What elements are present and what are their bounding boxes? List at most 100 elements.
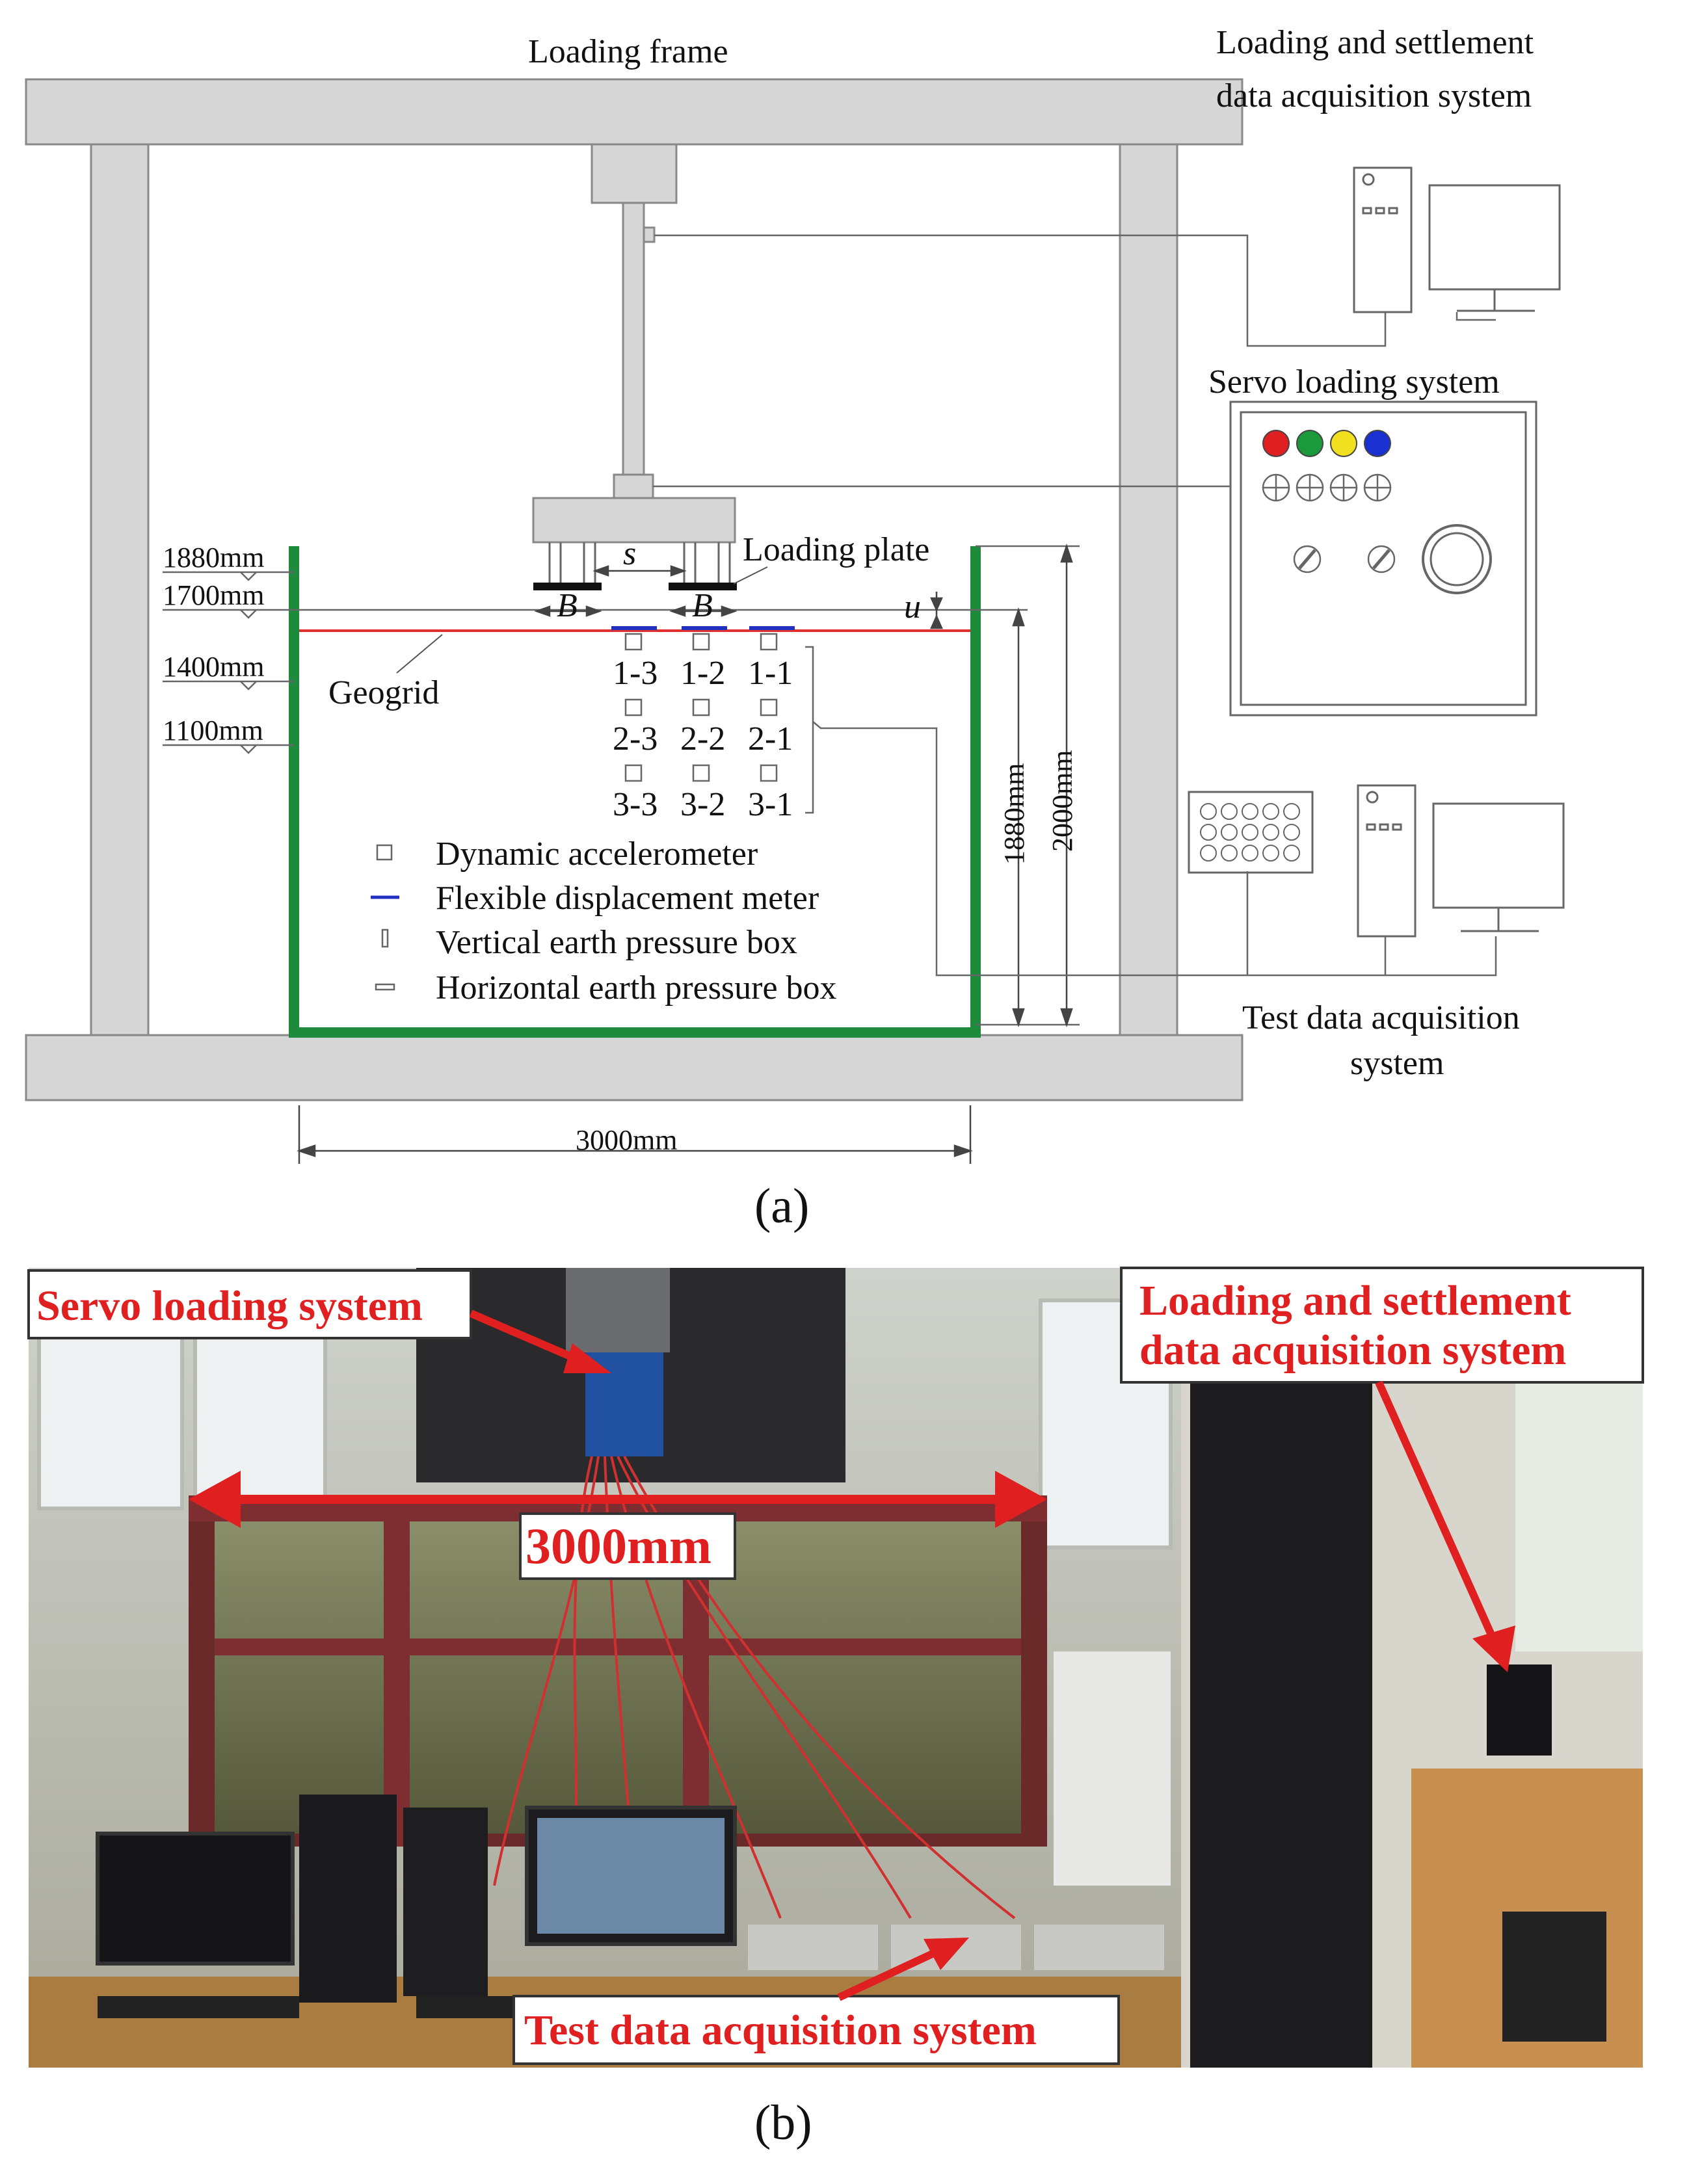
caption-a: (a) bbox=[754, 1179, 809, 1233]
daq-panel bbox=[1188, 791, 1314, 874]
button-blue bbox=[1364, 430, 1391, 457]
sensor-label-3-1: 3-1 bbox=[748, 786, 793, 823]
rod-connector bbox=[613, 473, 654, 499]
title-loading-settlement-2: data acquisition system bbox=[1216, 77, 1532, 114]
symbol-s: s bbox=[623, 535, 636, 572]
loading-plate-pointer bbox=[733, 566, 768, 585]
dim-3000-horizontal: 3000mm bbox=[576, 1124, 677, 1156]
dimension-label-box bbox=[519, 1512, 736, 1580]
legend: Dynamic accelerometer Flexible displacem… bbox=[371, 835, 837, 1006]
level-label-1400: 1400mm bbox=[163, 651, 264, 683]
button-yellow bbox=[1330, 430, 1357, 457]
legend-horizontal-box-icon bbox=[375, 983, 395, 991]
loading-plate-left bbox=[533, 583, 602, 590]
loading-plate-right bbox=[669, 583, 737, 590]
sensor-label-2-2: 2-2 bbox=[680, 720, 725, 757]
photo-daq-box-1 bbox=[748, 1925, 878, 1970]
symbol-b-left: B bbox=[557, 587, 578, 624]
frame-top-beam bbox=[25, 78, 1243, 146]
legend-displacement-label: Flexible displacement meter bbox=[436, 880, 819, 917]
servo-control-cabinet bbox=[1229, 401, 1537, 717]
caption-b: (b) bbox=[754, 2096, 812, 2150]
level-label-1880: 1880mm bbox=[163, 542, 264, 573]
symbol-b-right: B bbox=[692, 587, 713, 624]
legend-horizontal-box-label: Horizontal earth pressure box bbox=[436, 969, 837, 1006]
photo-keyboard-left bbox=[98, 1996, 299, 2018]
test-label-box bbox=[512, 1995, 1120, 2065]
servo-label-box bbox=[27, 1269, 472, 1339]
legend-vertical-box-icon bbox=[381, 928, 389, 948]
photo-chiller bbox=[1054, 1651, 1171, 1886]
symbol-u: u bbox=[904, 588, 921, 625]
level-label-1700: 1700mm bbox=[163, 579, 264, 611]
sensor-label-1-1: 1-1 bbox=[748, 655, 793, 692]
computer-loading-settlement bbox=[1353, 166, 1561, 313]
tower-bottom bbox=[1357, 784, 1416, 938]
geogrid-pointer bbox=[396, 634, 443, 674]
loading-frame bbox=[25, 78, 1243, 1101]
dim-2000-vertical: 2000mm bbox=[1046, 750, 1078, 852]
dim-1880-vertical: 1880mm bbox=[998, 763, 1030, 865]
level-label-1100: 1100mm bbox=[163, 715, 263, 746]
test-label-text: Test data acquisition system bbox=[524, 2006, 1037, 2054]
legend-vertical-box-label: Vertical earth pressure box bbox=[436, 924, 797, 961]
connection-wires bbox=[653, 234, 1497, 977]
monitor-top bbox=[1428, 184, 1561, 291]
title-servo-loading: Servo loading system bbox=[1208, 363, 1500, 401]
sensor-label-2-1: 2-1 bbox=[748, 720, 793, 757]
photo-right-window bbox=[1515, 1378, 1643, 1651]
legend-accelerometer-label: Dynamic accelerometer bbox=[436, 835, 758, 873]
load-distributor bbox=[532, 497, 736, 544]
actuator-head bbox=[591, 143, 678, 204]
frame-base-beam bbox=[25, 1034, 1243, 1101]
servo-arrow bbox=[469, 1309, 611, 1373]
height-dimensions bbox=[930, 544, 1073, 1027]
dimension-label-3000: 3000mm bbox=[525, 1518, 712, 1574]
loading-label-line1: Loading and settlement bbox=[1139, 1277, 1571, 1324]
loading-label-line2: data acquisition system bbox=[1139, 1326, 1566, 1374]
panel-b-photo: 3000mm Servo loading system Loading and … bbox=[27, 1267, 1644, 2150]
title-loading-settlement-1: Loading and settlement bbox=[1216, 24, 1534, 61]
test-data-equipment bbox=[1188, 784, 1565, 938]
frame-right-column bbox=[1119, 143, 1178, 1036]
photo-right-column bbox=[1190, 1352, 1372, 2068]
button-red bbox=[1262, 430, 1290, 457]
title-test-data-1: Test data acquisition bbox=[1242, 999, 1520, 1036]
spacing-markers bbox=[534, 565, 738, 617]
sensor-label-1-3: 1-3 bbox=[613, 655, 658, 692]
dimension-arrow-3000 bbox=[189, 1471, 1047, 1528]
sensor-grid bbox=[624, 633, 1002, 977]
actuator-top bbox=[566, 1268, 670, 1352]
loading-arrow bbox=[1375, 1380, 1515, 1672]
sensor-label-3-3: 3-3 bbox=[613, 786, 658, 823]
panel-a-schematic: 1880mm 1700mm 1400mm 1100mm 1880mm 2000m… bbox=[25, 24, 1565, 1233]
photo-tower-1 bbox=[299, 1795, 397, 2003]
photo-tower-2 bbox=[403, 1808, 488, 1996]
photo-monitor-screen bbox=[537, 1818, 725, 1934]
button-green bbox=[1296, 430, 1323, 457]
sensor-label-1-2: 1-2 bbox=[680, 655, 725, 692]
soil-tank bbox=[289, 546, 981, 1038]
title-test-data-2: system bbox=[1350, 1045, 1444, 1082]
actuator-rod bbox=[622, 202, 645, 477]
label-geogrid: Geogrid bbox=[328, 674, 439, 711]
tower-top bbox=[1353, 166, 1413, 313]
rod-sensor bbox=[643, 226, 656, 243]
photo-right-monitor bbox=[1487, 1664, 1552, 1756]
photo-monitor-left bbox=[96, 1832, 295, 1966]
title-loading-frame: Loading frame bbox=[528, 33, 728, 70]
label-loading-plate: Loading plate bbox=[743, 531, 929, 568]
legend-accelerometer-icon bbox=[376, 844, 393, 861]
loading-legs bbox=[548, 542, 731, 585]
photo-daq-box-3 bbox=[1034, 1925, 1164, 1970]
test-arrow bbox=[837, 1938, 969, 2001]
monitor-bottom bbox=[1432, 802, 1565, 909]
photo-right-pc bbox=[1502, 1912, 1606, 2042]
sensor-label-3-2: 3-2 bbox=[680, 786, 725, 823]
sensor-label-2-3: 2-3 bbox=[613, 720, 658, 757]
servo-label-text: Servo loading system bbox=[36, 1282, 423, 1330]
frame-left-column bbox=[90, 143, 150, 1036]
loading-label-box bbox=[1120, 1267, 1644, 1384]
width-dimension bbox=[297, 1105, 973, 1164]
